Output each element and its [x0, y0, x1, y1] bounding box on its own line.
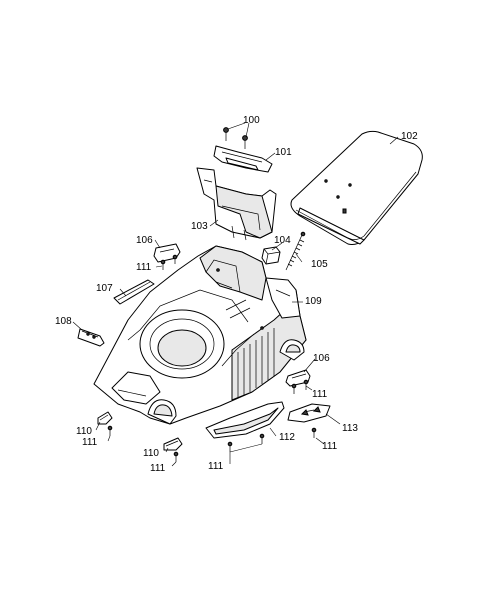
- part-100-screws: [223, 127, 248, 149]
- callout-109: 109: [305, 296, 322, 307]
- callout-100: 100: [243, 115, 260, 126]
- part-111-screw-b: [291, 379, 309, 394]
- callout-110-left: 110: [76, 426, 92, 437]
- part-111-screw-e: [227, 433, 265, 452]
- part-105-spring: [285, 231, 306, 271]
- part-110-clip-left: [97, 411, 113, 425]
- part-111-screw-a: [160, 254, 178, 270]
- callout-111-e: 111: [208, 461, 224, 472]
- part-102-lid: [290, 130, 423, 245]
- part-109-deck: [93, 245, 307, 425]
- callout-106-top: 106: [136, 235, 153, 246]
- callout-103: 103: [191, 221, 208, 232]
- part-103-rear-housing: [196, 167, 277, 241]
- part-111-screw-f: [311, 427, 317, 438]
- callout-111-d: 111: [150, 463, 166, 474]
- part-113-plate: [287, 403, 331, 423]
- part-104-clip: [261, 246, 281, 265]
- part-110-clip-lower: [163, 437, 183, 451]
- callout-104: 104: [274, 235, 291, 246]
- callout-105: 105: [311, 259, 328, 270]
- part-111-screw-d: [173, 451, 179, 462]
- callout-111-a: 111: [136, 262, 152, 273]
- part-101-handle: [213, 145, 273, 173]
- part-108-switch: [77, 328, 105, 347]
- callout-labels: 100 101 102 103 104 105 106 111 107 108 …: [55, 115, 418, 474]
- callout-106-right: 106: [313, 353, 330, 364]
- callout-108: 108: [55, 316, 72, 327]
- callout-111-f: 111: [322, 441, 338, 452]
- part-112-rear-flap: [205, 401, 285, 439]
- part-106-bracket-top: [153, 243, 181, 263]
- callout-112: 112: [279, 432, 295, 443]
- part-111-screw-c: [107, 425, 113, 436]
- callout-102: 102: [401, 131, 418, 142]
- part-107-strip: [113, 279, 155, 305]
- callout-110-lower: 110: [143, 448, 159, 459]
- leader-lines: [72, 122, 399, 467]
- callout-111-c: 111: [82, 437, 98, 448]
- callout-107: 107: [96, 283, 113, 294]
- callout-111-b: 111: [312, 389, 328, 400]
- callout-113: 113: [342, 423, 358, 434]
- callout-101: 101: [275, 147, 292, 158]
